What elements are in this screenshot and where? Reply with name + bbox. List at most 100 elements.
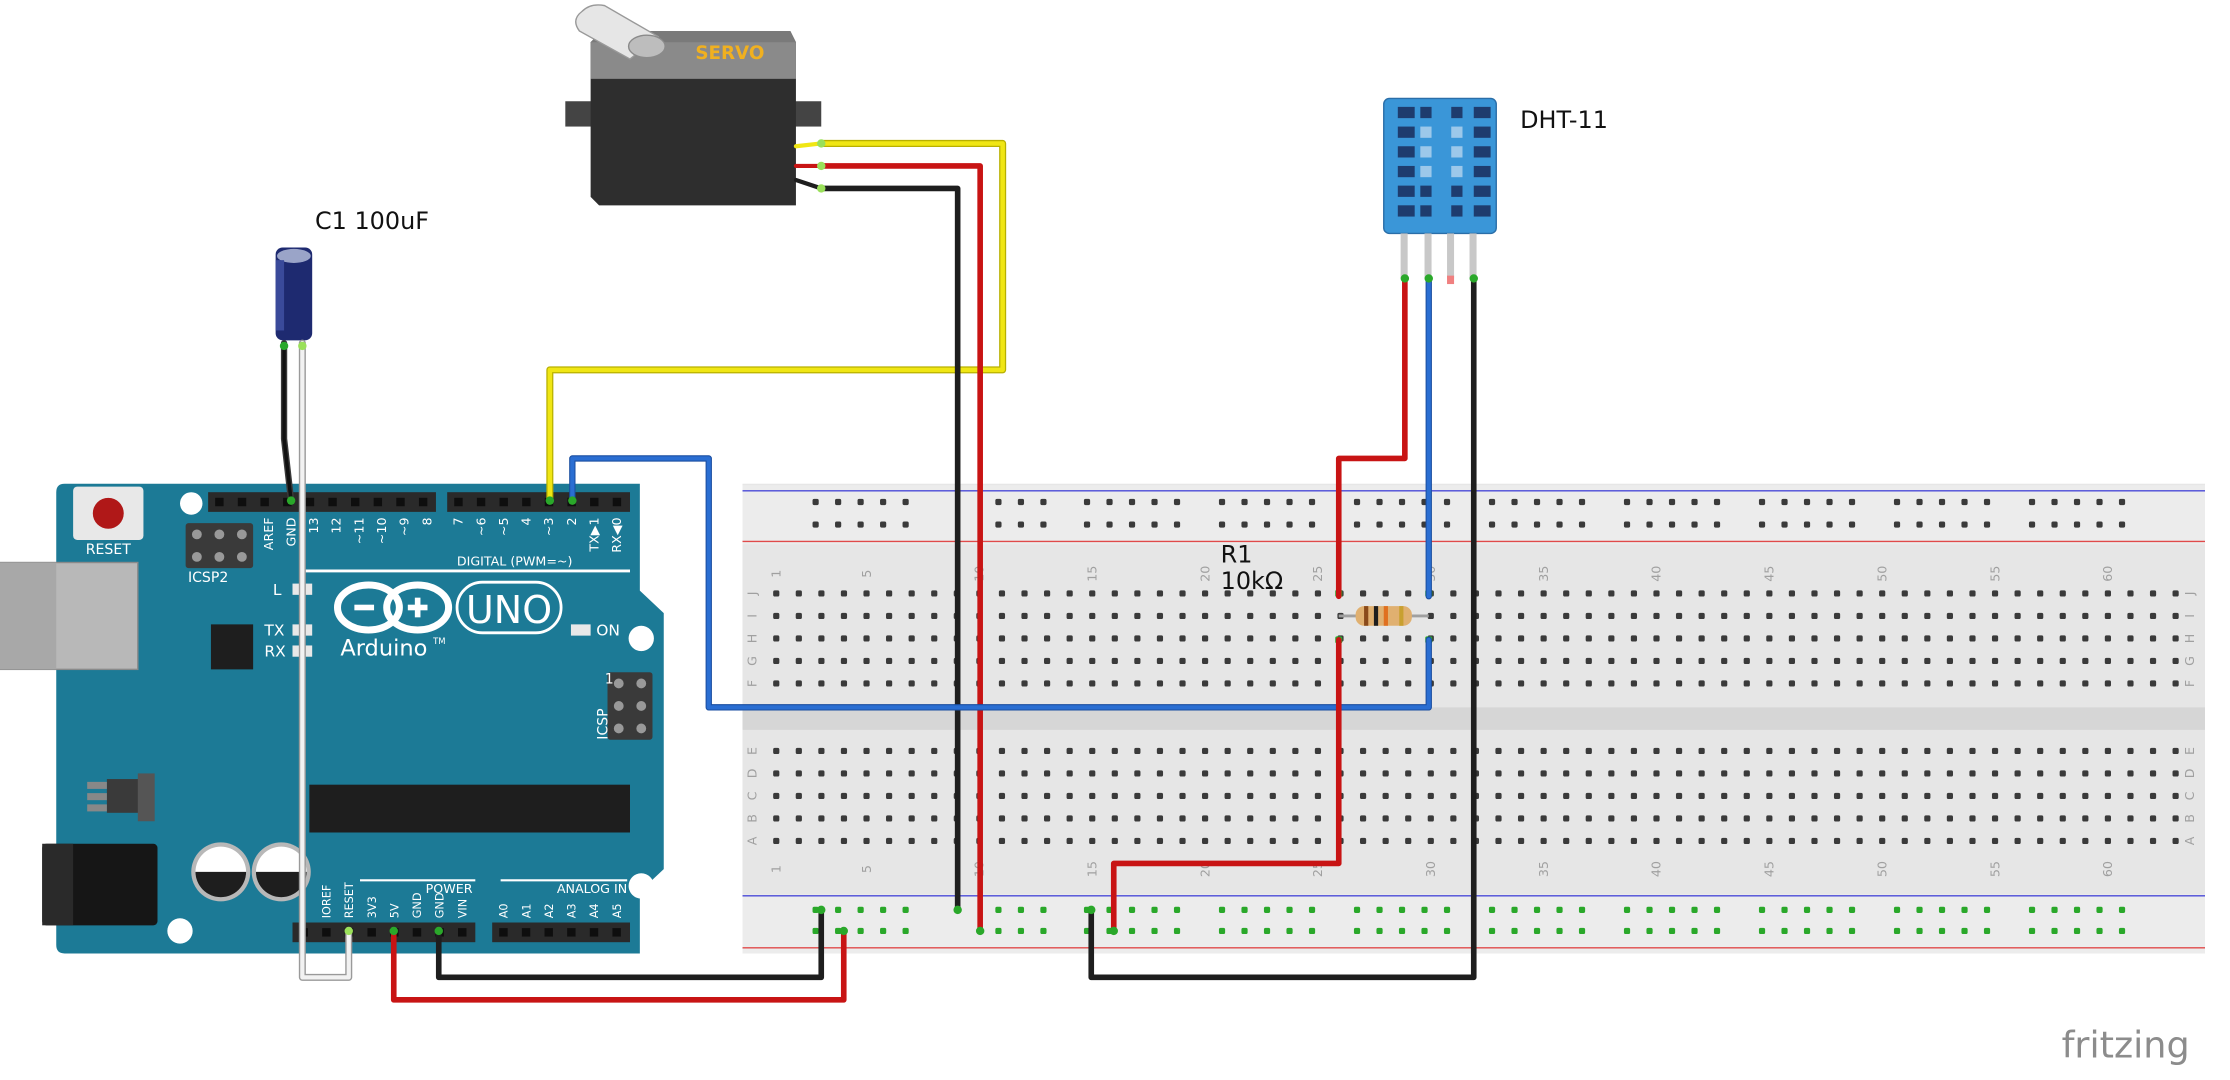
breadboard-hole <box>1450 635 1457 642</box>
wire-endpoint <box>286 496 296 505</box>
row-letter: C <box>745 791 760 800</box>
breadboard-hole <box>1630 612 1638 620</box>
breadboard-hole <box>1946 612 1954 620</box>
breadboard-hole <box>2104 680 2111 687</box>
breadboard-hole <box>863 815 870 822</box>
breadboard-hole <box>1856 815 1863 822</box>
pin-label: ~5 <box>496 518 511 537</box>
breadboard-hole <box>1044 635 1051 642</box>
rail-hole-connected <box>1961 906 1968 913</box>
breadboard-hole <box>2059 635 2066 642</box>
rail-hole-connected <box>812 927 819 935</box>
wire-resistor-vcc[interactable] <box>1110 637 1342 934</box>
breadboard-hole <box>1382 770 1389 777</box>
rail-hole <box>1017 521 1025 528</box>
breadboard-hole <box>1924 747 1931 755</box>
breadboard-hole <box>1089 792 1096 800</box>
rail-hole <box>995 521 1002 528</box>
breadboard-hole <box>1359 590 1367 597</box>
breadboard-hole <box>1721 635 1728 642</box>
rail-hole <box>1353 498 1361 506</box>
header-pin <box>367 928 376 937</box>
breadboard-hole <box>863 792 870 800</box>
rail-hole <box>2028 521 2036 528</box>
breadboard-hole <box>1698 792 1705 800</box>
brand-label: Arduino <box>340 635 427 661</box>
wire-dht-vcc[interactable] <box>1335 275 1408 600</box>
wire-servo-signal[interactable] <box>547 141 1005 503</box>
icsp-pin1-label: 1 <box>605 671 614 687</box>
breadboard-hole <box>1021 635 1028 642</box>
breadboard-hole <box>1698 815 1705 822</box>
wire-capacitor-reset[interactable] <box>300 341 351 980</box>
rail-hole <box>902 498 909 506</box>
wire-servo-ground[interactable] <box>818 185 961 913</box>
breadboard-hole <box>2127 657 2134 665</box>
breadboard-hole <box>1630 590 1638 597</box>
breadboard-hole <box>1517 680 1525 687</box>
row-letter: B <box>745 814 760 823</box>
breadboard-hole <box>1946 792 1954 800</box>
breadboard-hole <box>1653 770 1660 777</box>
breadboard-hole <box>863 657 870 665</box>
row-letter: J <box>2182 592 2197 597</box>
rail-hole <box>1376 498 1383 506</box>
wire-dht-gnd[interactable] <box>1088 275 1477 981</box>
breadboard-hole <box>1833 590 1841 597</box>
rail-hole-connected <box>1916 906 1923 913</box>
breadboard-hole <box>863 680 870 687</box>
breadboard-hole <box>1111 612 1118 620</box>
rail-hole-connected <box>995 906 1002 913</box>
pin-label: 3V3 <box>366 896 379 918</box>
breadboard-hole <box>1359 770 1367 777</box>
wire-dht-data[interactable] <box>570 456 1431 710</box>
breadboard-hole <box>1788 590 1796 597</box>
rail-hole-connected <box>1691 927 1698 935</box>
rail-hole <box>1803 521 1811 528</box>
rail-hole-connected <box>1691 906 1698 913</box>
resistor-name-label: R1 <box>1221 541 1253 569</box>
breadboard-hole <box>1359 680 1367 687</box>
breadboard-hole <box>931 837 938 845</box>
breadboard-hole <box>1089 815 1096 822</box>
wire-arduino-5v[interactable] <box>390 928 847 1003</box>
breadboard-hole <box>1066 635 1073 642</box>
breadboard-hole <box>840 815 848 822</box>
microcontroller-chip <box>309 784 630 833</box>
rail-hole-connected <box>1128 927 1136 935</box>
wire-servo-power[interactable] <box>818 163 983 934</box>
breadboard-hole <box>1427 612 1434 620</box>
breadboard-hole <box>1292 657 1299 665</box>
breadboard-hole <box>1517 837 1525 845</box>
rail-hole-connected <box>2073 906 2081 913</box>
dht11-grille-slot <box>1397 126 1415 138</box>
dht11-grille-slot <box>1397 106 1415 119</box>
breadboard-hole <box>2014 635 2021 642</box>
breadboard-hole <box>1066 837 1073 845</box>
breadboard-hole <box>1766 770 1773 777</box>
rail-hole-connected <box>2028 906 2036 913</box>
breadboard-hole <box>1314 837 1322 845</box>
rail-hole-connected <box>2051 906 2058 913</box>
dht11-grille-slot <box>1420 126 1432 138</box>
wire-arduino-gnd[interactable] <box>435 907 825 981</box>
breadboard-hole <box>886 770 893 777</box>
breadboard-hole <box>1856 635 1863 642</box>
rail-hole-connected <box>1308 906 1316 913</box>
breadboard-hole <box>1540 680 1547 687</box>
resistor-r1 <box>1338 606 1429 626</box>
row-letter: C <box>2182 791 2197 800</box>
rail-hole <box>1151 521 1158 528</box>
wire-endpoint <box>1087 905 1096 915</box>
reset-button[interactable] <box>92 497 124 529</box>
breadboard-hole <box>2172 747 2179 755</box>
pin-label: 7 <box>451 518 466 526</box>
rail-hole <box>1083 521 1091 528</box>
breadboard-hole <box>2059 792 2066 800</box>
breadboard-hole <box>2059 590 2066 597</box>
breadboard-hole <box>1856 680 1863 687</box>
dht11-grille-slot <box>1397 146 1415 158</box>
breadboard-hole <box>1721 770 1728 777</box>
header-pin <box>476 497 486 507</box>
breadboard-hole <box>1134 590 1141 597</box>
